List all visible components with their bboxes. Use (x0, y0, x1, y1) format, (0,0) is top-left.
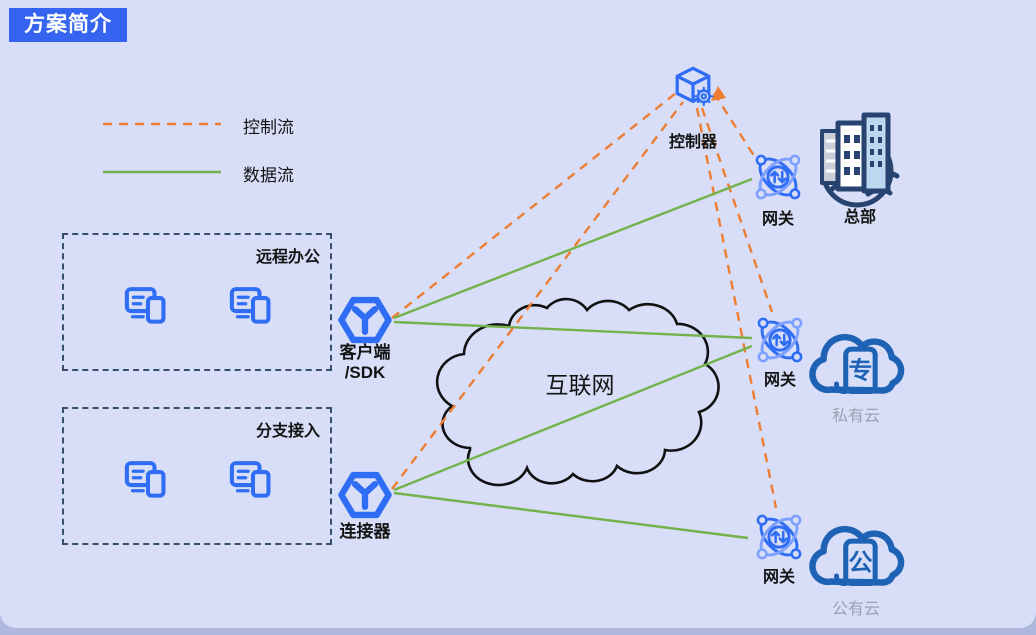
gateway-icon (756, 514, 802, 560)
hq-label: 总部 (843, 209, 876, 226)
client-sdk-icon (338, 296, 392, 344)
device-icon (124, 287, 166, 324)
controller-label: 控制器 (668, 134, 717, 151)
data-flow-line (393, 320, 753, 340)
connector-label: 连接器 (339, 522, 391, 541)
legend-control-label: 控制流 (243, 118, 294, 137)
data-flow-line (393, 491, 749, 540)
control-flow-line (695, 107, 778, 509)
control-flow-line (391, 101, 684, 490)
zone-remote-office-label: 远程办公 (255, 249, 320, 266)
public-cloud-icon: 公 (809, 525, 905, 587)
controller-icon (675, 66, 714, 107)
control-flow-line (712, 92, 760, 163)
internet-cloud (435, 297, 720, 487)
gateway-private-label: 网关 (763, 372, 796, 389)
public-cloud-glyph: 公 (848, 550, 872, 577)
gateway-public-label: 网关 (762, 569, 795, 586)
control-flow-line (391, 92, 677, 319)
device-icon (229, 461, 271, 498)
gateway-hq-label: 网关 (761, 211, 794, 228)
arrowhead-icon (711, 86, 726, 101)
legend-data-label: 数据流 (243, 166, 294, 185)
hq-building-icon (820, 112, 900, 208)
zone-branch-access: 分支接入 (62, 407, 332, 545)
private-cloud-icon: 专 (809, 333, 905, 395)
page-title: 方案简介 (9, 8, 127, 42)
private-cloud-glyph: 专 (848, 357, 872, 385)
gateway-icon (755, 154, 801, 200)
gateway-icon (757, 317, 803, 363)
public-cloud-label: 公有云 (831, 601, 880, 618)
device-icon (229, 287, 271, 324)
control-flow-line (700, 107, 774, 313)
connector-icon (338, 471, 392, 519)
device-icon (124, 461, 166, 498)
zone-remote-office: 远程办公 (62, 233, 332, 371)
data-flow-line (393, 177, 753, 320)
internet-label: 互联网 (545, 372, 615, 398)
gear-icon (694, 86, 714, 107)
private-cloud-label: 私有云 (831, 408, 880, 425)
data-flow-line (393, 344, 753, 492)
zone-branch-access-label: 分支接入 (255, 423, 320, 440)
client-sdk-label: 客户端 /SDK (339, 343, 391, 382)
